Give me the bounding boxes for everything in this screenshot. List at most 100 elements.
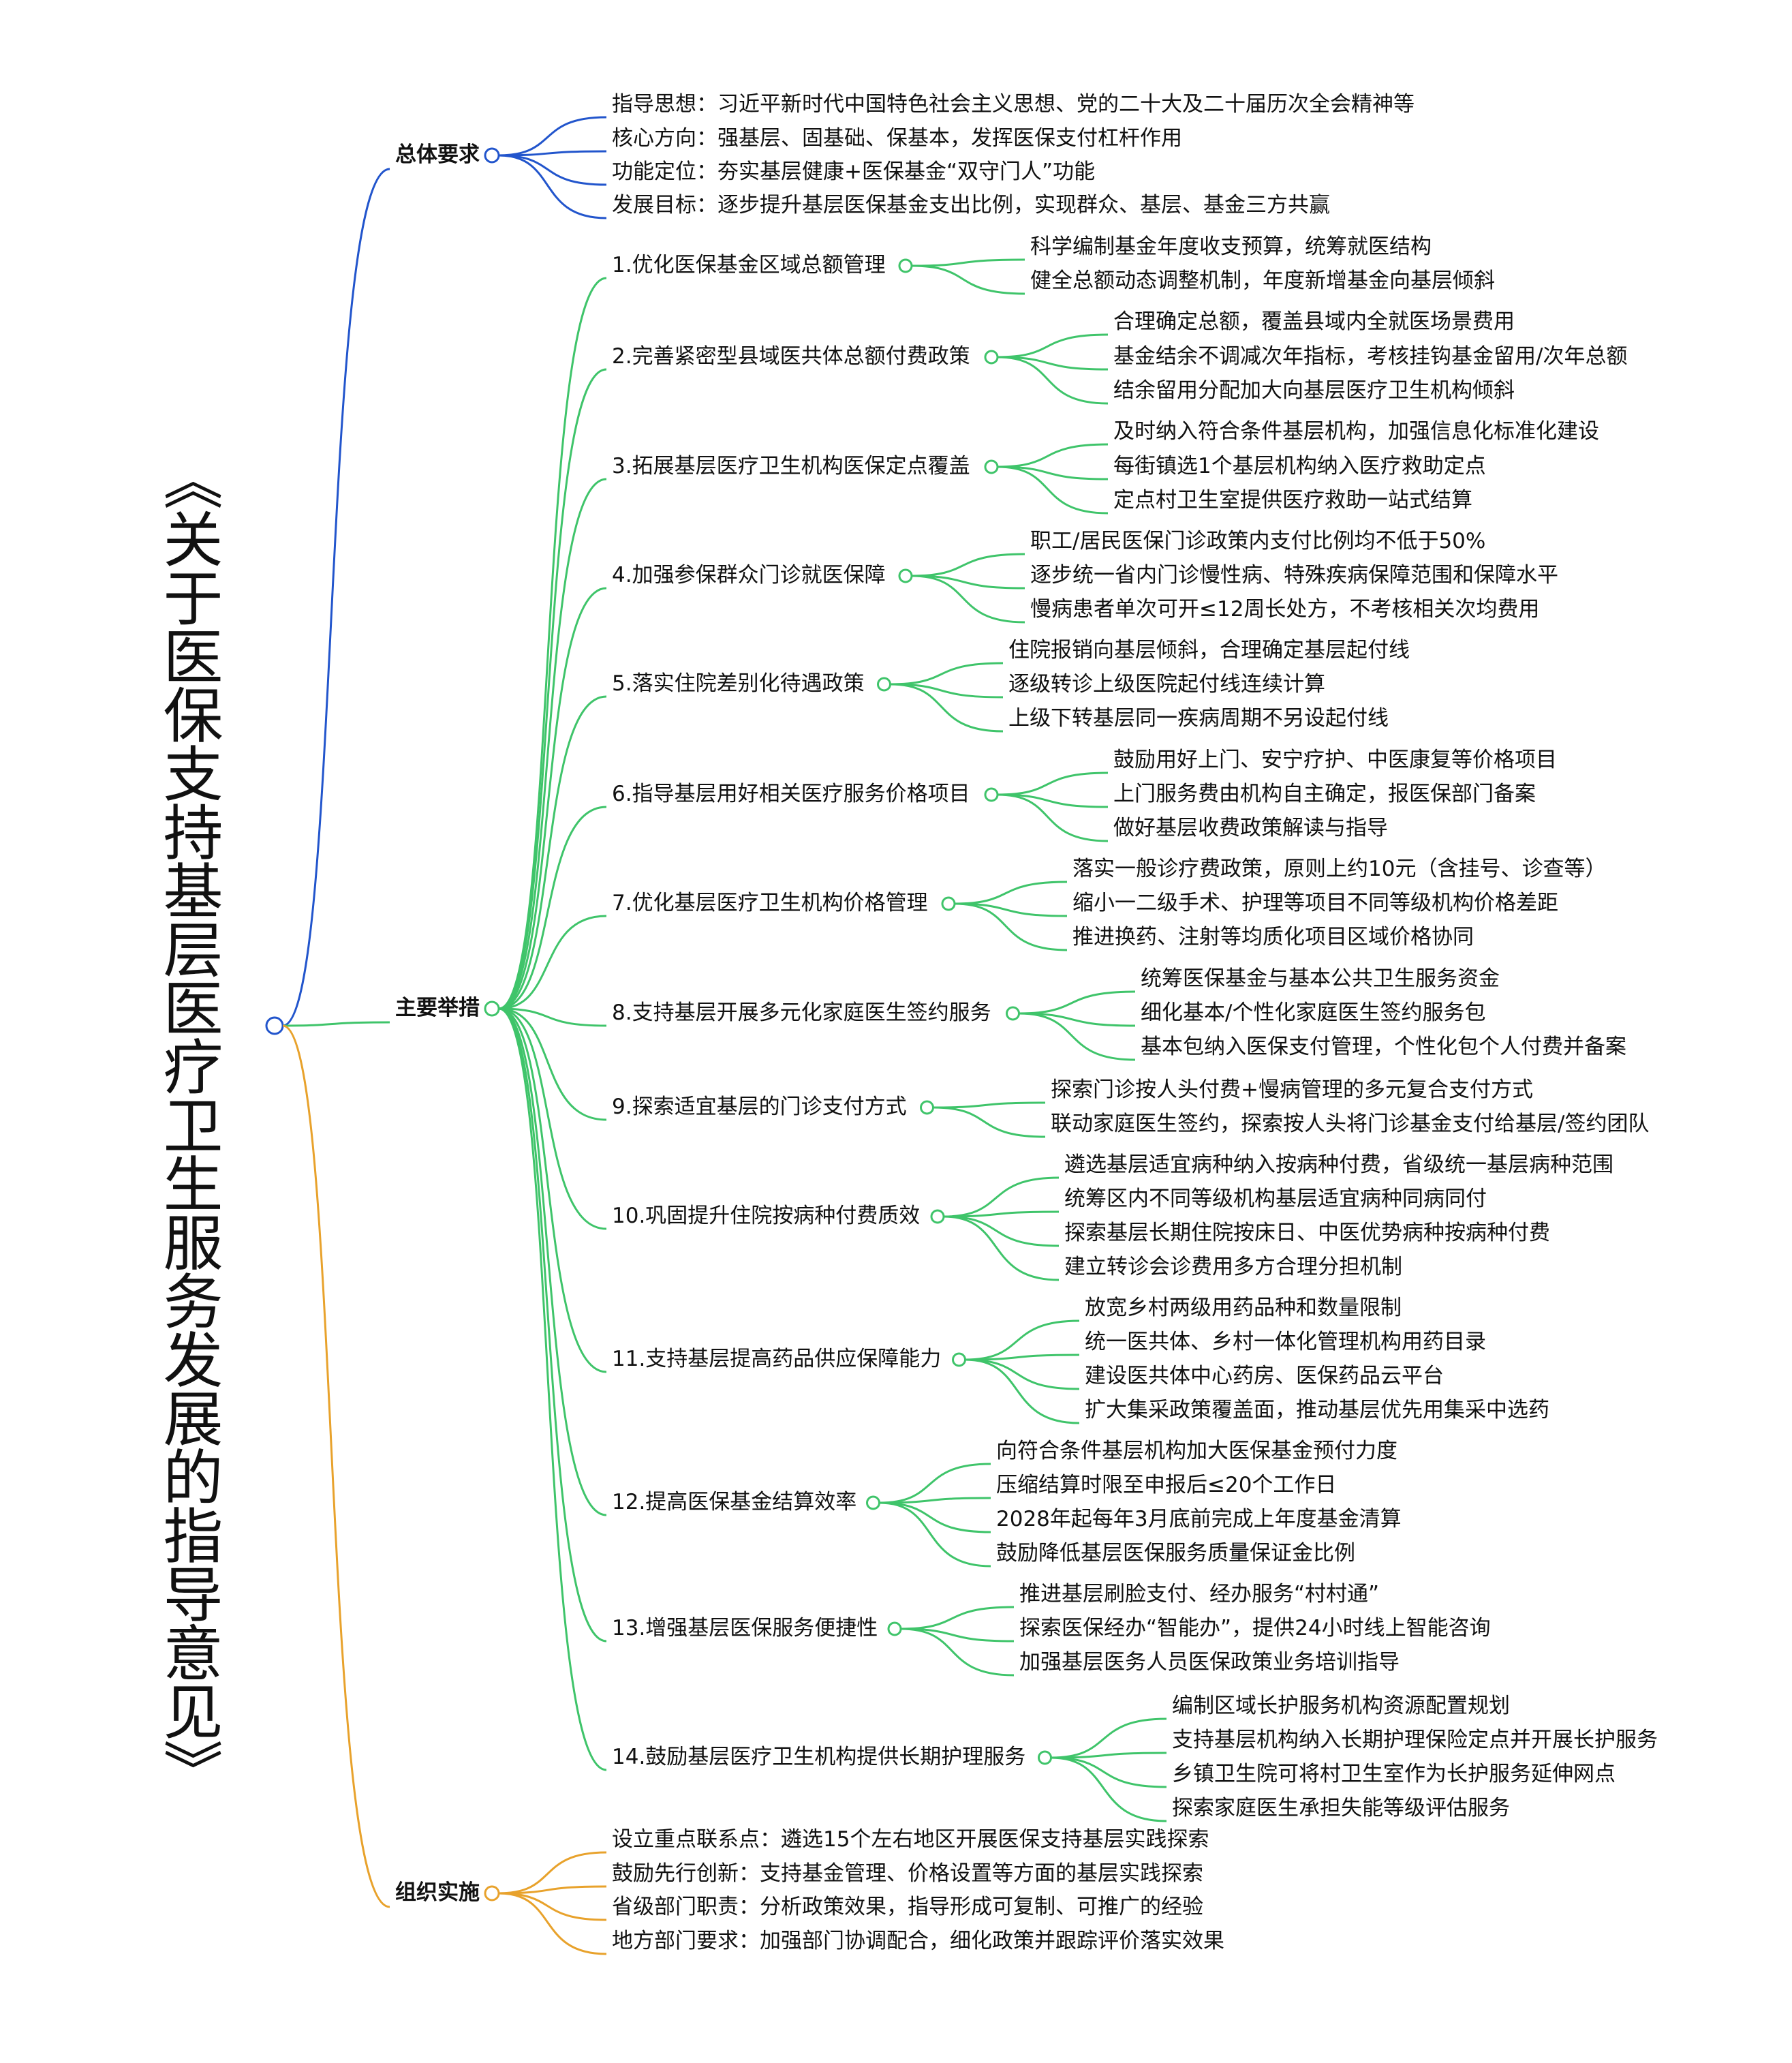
node-collapse-circle[interactable] xyxy=(1006,1006,1020,1021)
connector-line xyxy=(900,1628,1015,1642)
connector-line xyxy=(933,1101,1046,1109)
connector-line xyxy=(997,356,1109,405)
requirement-item: 发展目标：逐步提升基层医保基金支出比例，实现群众、基层、基金三方共赢 xyxy=(612,192,1330,217)
connector-line xyxy=(498,1007,607,1121)
measure-branch: 1.优化医保基金区域总额管理 xyxy=(612,252,886,277)
measure-leaf: 压缩结算时限至申报后≤20个工作日 xyxy=(996,1472,1337,1497)
requirement-item: 设立重点联系点：遴选15个左右地区开展医保支持基层实践探索 xyxy=(612,1827,1209,1852)
requirement-item: 指导思想：习近平新时代中国特色社会主义思想、党的二十大及二十届历次全会精神等 xyxy=(612,91,1415,117)
connector-line xyxy=(997,771,1109,796)
measure-leaf: 每街镇选1个基层机构纳入医疗救助定点 xyxy=(1113,453,1486,478)
measure-leaf: 缩小一二级手术、护理等项目不同等级机构价格差距 xyxy=(1072,890,1558,915)
connector-line xyxy=(1019,1012,1136,1061)
root-title: 《关于医保支持基层医疗卫生服务发展的指导意见》 xyxy=(153,450,223,1798)
measure-leaf: 健全总额动态调整机制，年度新增基金向基层倾斜 xyxy=(1030,268,1495,293)
connector-line xyxy=(498,1007,607,1516)
measure-branch: 11.支持基层提高药品供应保障能力 xyxy=(612,1346,942,1371)
node-collapse-circle[interactable] xyxy=(898,258,913,273)
requirement-item: 地方部门要求：加强部门协调配合，细化政策并跟踪评价落实效果 xyxy=(612,1928,1224,1953)
connector-line xyxy=(1019,1012,1136,1027)
connector-line xyxy=(965,1358,1080,1424)
node-collapse-circle[interactable] xyxy=(984,787,999,802)
node-collapse-circle[interactable] xyxy=(941,896,956,911)
connector-line xyxy=(498,277,607,1010)
connector-line xyxy=(282,168,390,1027)
measure-leaf: 上门服务费由机构自主确定，报医保部门备案 xyxy=(1113,781,1536,806)
connector-line xyxy=(954,902,1068,951)
node-collapse-circle[interactable] xyxy=(887,1621,902,1636)
measure-leaf: 遴选基层适宜病种纳入按病种付费，省级统一基层病种范围 xyxy=(1064,1152,1613,1177)
measure-branch: 5.落实住院差别化待遇政策 xyxy=(612,671,865,696)
measure-leaf: 2028年起每年3月底前完成上年度基金清算 xyxy=(996,1506,1402,1531)
node-collapse-circle[interactable] xyxy=(984,459,999,474)
requirement-item: 功能定位：夯实基层健康+医保基金“双守门人”功能 xyxy=(612,159,1096,184)
measure-leaf: 统一医共体、乡村一体化管理机构用药目录 xyxy=(1085,1329,1486,1354)
measure-leaf: 细化基本/个性化家庭医生签约服务包 xyxy=(1141,1000,1486,1025)
measure-leaf: 做好基层收费政策解读与指导 xyxy=(1113,815,1388,840)
connector-line xyxy=(498,154,607,219)
measure-leaf: 鼓励降低基层医保服务质量保证金比例 xyxy=(996,1540,1355,1565)
node-collapse-circle[interactable] xyxy=(877,677,891,692)
connector-line xyxy=(1051,1756,1167,1788)
measure-leaf: 推进换药、注射等均质化项目区域价格协同 xyxy=(1072,924,1474,949)
measure-branch: 10.巩固提升住院按病种付费质效 xyxy=(612,1203,921,1228)
measure-leaf: 乡镇卫生院可将村卫生室作为长护服务延伸网点 xyxy=(1172,1761,1616,1786)
connector-line xyxy=(498,915,607,1010)
node-collapse-circle[interactable] xyxy=(484,1885,500,1901)
connector-line xyxy=(498,1007,607,1642)
connector-line xyxy=(498,478,607,1010)
node-collapse-circle[interactable] xyxy=(484,1000,500,1017)
connector-line xyxy=(498,1007,607,1230)
node-collapse-circle[interactable] xyxy=(1038,1750,1052,1765)
measure-branch: 9.探索适宜基层的门诊支付方式 xyxy=(612,1094,907,1119)
node-collapse-circle[interactable] xyxy=(866,1495,880,1510)
measure-leaf: 慢病患者单次可开≤12周长处方，不考核相关次均费用 xyxy=(1030,596,1540,622)
connector-line xyxy=(1051,1756,1167,1822)
connector-line xyxy=(943,1210,1060,1218)
measure-leaf: 科学编制基金年度收支预算，统筹就医结构 xyxy=(1030,234,1432,259)
connector-line xyxy=(879,1501,991,1568)
requirement-item: 省级部门职责：分析政策效果，指导形成可复制、可推广的经验 xyxy=(612,1894,1203,1919)
connector-line xyxy=(282,1021,390,1027)
connector-line xyxy=(933,1106,1046,1138)
node-collapse-circle[interactable] xyxy=(952,1352,966,1367)
node-collapse-circle[interactable] xyxy=(930,1209,945,1224)
measure-leaf: 基金结余不调减次年指标，考核挂钩基金留用/次年总额 xyxy=(1113,343,1628,369)
connector-line xyxy=(997,793,1109,842)
node-collapse-circle[interactable] xyxy=(920,1100,934,1115)
connector-line xyxy=(943,1176,1060,1218)
node-collapse-circle[interactable] xyxy=(984,350,999,365)
measure-leaf: 扩大集采政策覆盖面，推动基层优先用集采中选药 xyxy=(1085,1397,1549,1422)
node-collapse-circle[interactable] xyxy=(484,147,500,164)
measure-leaf: 逐级转诊上级医院起付线连续计算 xyxy=(1008,671,1325,697)
measure-leaf: 职工/居民医保门诊政策内支付比例均不低于50% xyxy=(1030,528,1486,553)
connector-line xyxy=(900,1606,1015,1630)
measure-leaf: 统筹区内不同等级机构基层适宜病种同病同付 xyxy=(1064,1186,1487,1211)
connector-line xyxy=(498,1007,607,1771)
node-collapse-circle[interactable] xyxy=(265,1016,284,1035)
connector-line xyxy=(997,356,1109,371)
measure-leaf: 落实一般诊疗费政策，原则上约10元（含挂号、诊查等） xyxy=(1072,856,1607,881)
node-collapse-circle[interactable] xyxy=(898,568,913,583)
measure-branch: 8.支持基层开展多元化家庭医生签约服务 xyxy=(612,1000,991,1025)
connector-line xyxy=(965,1358,1080,1390)
measure-leaf: 结余留用分配加大向基层医疗卫生机构倾斜 xyxy=(1113,378,1515,403)
connector-line xyxy=(890,683,1004,733)
measure-leaf: 探索家庭医生承担失能等级评估服务 xyxy=(1172,1795,1510,1820)
connector-line xyxy=(943,1215,1060,1281)
measure-leaf: 住院报销向基层倾斜，合理确定基层起付线 xyxy=(1008,637,1410,662)
measure-leaf: 建立转诊会诊费用多方合理分担机制 xyxy=(1064,1254,1402,1279)
measure-leaf: 上级下转基层同一疾病周期不另设起付线 xyxy=(1008,705,1389,731)
measure-leaf: 逐步统一省内门诊慢性病、特殊疾病保障范围和保障水平 xyxy=(1030,562,1558,587)
connector-line xyxy=(498,1892,607,1955)
connector-line xyxy=(890,683,1004,699)
measure-leaf: 联动家庭医生签约，探索按人头将门诊基金支付给基层/签约团队 xyxy=(1051,1111,1650,1136)
measure-leaf: 探索医保经办“智能办”，提供24小时线上智能咨询 xyxy=(1019,1615,1491,1640)
measure-leaf: 编制区域长护服务机构资源配置规划 xyxy=(1172,1693,1510,1718)
connector-line xyxy=(911,553,1025,577)
connector-line xyxy=(879,1497,991,1504)
connector-line xyxy=(282,1024,390,1908)
connector-line xyxy=(498,1892,607,1921)
connector-line xyxy=(997,465,1109,480)
connector-line xyxy=(498,154,607,186)
